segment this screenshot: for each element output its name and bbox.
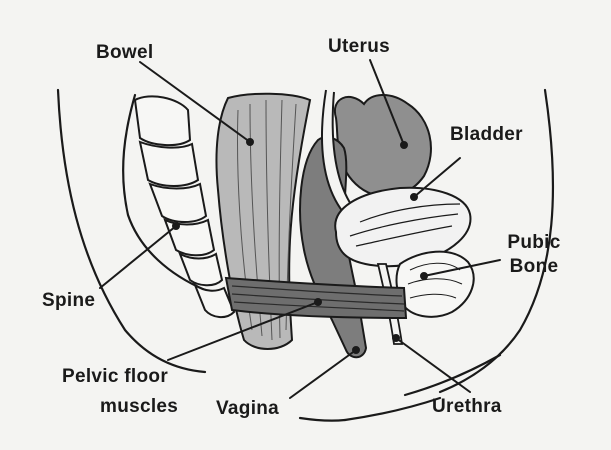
label-spine: Spine (42, 290, 95, 312)
pelvic-floor-dot (315, 299, 321, 305)
urethra-dot (393, 335, 399, 341)
pubic-dot (421, 273, 427, 279)
uterus-dot (401, 142, 407, 148)
vertebra-1 (135, 96, 190, 145)
label-bladder: Bladder (450, 124, 523, 146)
label-pelvic-floor: Pelvic floor (62, 366, 168, 388)
vertebra-2 (140, 142, 198, 186)
vagina-dot (353, 347, 359, 353)
label-muscles: muscles (100, 396, 178, 418)
bowel-dot (247, 139, 253, 145)
bladder-dot (411, 194, 417, 200)
label-bone: Bone (504, 256, 564, 278)
spine-dot (173, 223, 179, 229)
label-bowel: Bowel (96, 42, 153, 64)
label-vagina: Vagina (216, 398, 279, 420)
label-uterus: Uterus (328, 36, 390, 58)
label-pubic: Pubic (504, 232, 564, 254)
label-urethra: Urethra (432, 396, 502, 418)
